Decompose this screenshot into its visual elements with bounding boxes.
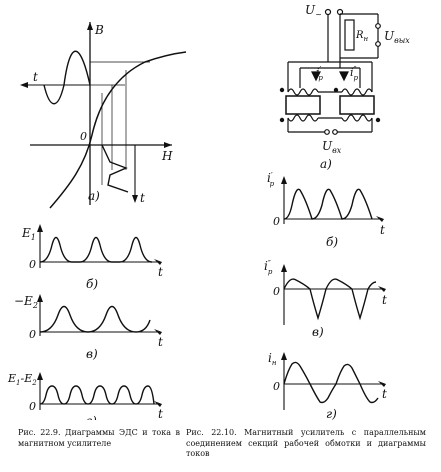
figure-area: B t H 0 t а) E1 0 t б) −E2 0 t в) E1-E2	[7, 3, 410, 420]
polarity-dot	[375, 117, 381, 123]
label-t: t	[158, 407, 163, 420]
axis-t-arrow	[378, 381, 386, 387]
core-right	[339, 95, 375, 115]
axis-t-arrow	[154, 401, 162, 407]
axis-t-left-arrow	[20, 82, 28, 88]
axis-y-arrow	[37, 224, 43, 232]
sublabel-a: а)	[88, 189, 100, 203]
sublabel-d: г)	[86, 414, 97, 420]
ip1-waveform	[283, 188, 373, 220]
diagram-22-10-c: i″р 0 t в)	[264, 259, 387, 339]
label-zero: 0	[29, 258, 36, 271]
label-zero: 0	[273, 215, 280, 228]
label-H: H	[161, 149, 173, 163]
working-winding-left	[287, 88, 319, 96]
axis-B-arrow	[87, 22, 93, 30]
label-minus-E2: −E2	[14, 294, 38, 310]
terminal-u-ctl-1	[324, 129, 330, 135]
label-ip2: i″р	[350, 65, 359, 82]
label-t-down: t	[140, 191, 145, 205]
label-zero: 0	[29, 328, 36, 341]
label-zero: 0	[273, 285, 280, 298]
diagram-22-9-d: E1-E2 0 t г)	[7, 372, 163, 420]
terminal-u-in	[324, 8, 332, 16]
caption-fig-22-9: Рис. 22.9. Диаграммы ЭДС и тока в магнит…	[18, 428, 180, 448]
control-winding-right	[341, 114, 373, 122]
axis-y-arrow	[37, 294, 43, 302]
axis-H-arrow	[164, 142, 172, 148]
axis-t-arrow	[154, 329, 162, 335]
sublabel-c: в)	[312, 325, 324, 339]
label-ip1: i′р	[316, 65, 323, 82]
polarity-dot	[279, 117, 285, 123]
label-t: t	[382, 387, 387, 401]
current-arrow	[339, 71, 349, 82]
terminal-u-out-2	[375, 41, 381, 47]
diagram-22-9-b: E1 0 t б)	[21, 224, 163, 291]
current-arrow	[311, 71, 321, 82]
in-waveform	[283, 361, 379, 404]
circuit-22-10-a	[279, 8, 381, 135]
label-zero: 0	[273, 380, 280, 393]
axis-y-arrow	[37, 372, 43, 380]
label-ip2: i″р	[264, 259, 273, 276]
label-ip1: i′р	[267, 171, 275, 188]
control-winding-left	[287, 114, 319, 122]
label-u-ctl: Uвх	[322, 139, 342, 155]
flux-time-curve	[43, 50, 91, 105]
terminal-u-ctl-2	[332, 129, 338, 135]
terminal-u-out-1	[375, 23, 381, 29]
diagram-22-9-c: −E2 0 t в)	[14, 294, 163, 361]
label-t: t	[158, 335, 163, 349]
sublabel-d: г)	[326, 407, 337, 420]
core-left	[285, 95, 321, 115]
axis-y-arrow	[281, 264, 287, 272]
polarity-dot	[279, 87, 285, 93]
label-t: t	[158, 265, 163, 279]
axis-t-arrow	[154, 259, 162, 265]
diagram-22-9-a: B t H 0 t а)	[20, 22, 187, 209]
label-t: t	[380, 223, 385, 237]
axis-t-arrow	[378, 286, 386, 292]
label-origin: 0	[80, 130, 87, 143]
label-B: B	[94, 23, 104, 37]
label-rn: Rн	[355, 30, 369, 43]
diagram-22-10-b: i′р 0 t б)	[267, 171, 385, 249]
label-u-in: U~	[305, 3, 322, 19]
sublabel-b: б)	[86, 277, 98, 291]
load-resistor	[344, 19, 355, 51]
circuit-labels: U~ Rн Uвых i′р i″р Uвх а)	[305, 3, 410, 171]
e1-waveform	[39, 236, 153, 263]
label-in: iн	[268, 351, 277, 367]
working-winding-right	[341, 88, 373, 96]
current-time-curve	[101, 144, 129, 193]
axis-t-down-arrow	[132, 195, 138, 203]
magnetization-curve	[49, 51, 187, 209]
axis-t-arrow	[376, 216, 384, 222]
diagram-22-10-d: iн 0 t г)	[268, 351, 387, 420]
e1-minus-e2-waveform	[39, 385, 155, 405]
label-t: t	[382, 293, 387, 307]
sublabel-a: а)	[320, 157, 332, 171]
e2-waveform	[39, 305, 151, 333]
label-zero: 0	[29, 400, 36, 413]
axis-y-arrow	[281, 352, 287, 360]
sublabel-b: б)	[326, 235, 338, 249]
label-E1-minus-E2: E1-E2	[7, 372, 37, 387]
axis-y-arrow	[281, 176, 287, 184]
label-E1: E1	[21, 226, 36, 242]
ip2-waveform	[283, 278, 377, 321]
polarity-dot	[333, 87, 339, 93]
sublabel-c: в)	[86, 347, 98, 361]
label-u-out: Uвых	[384, 29, 410, 45]
label-t-left: t	[33, 70, 38, 84]
caption-fig-22-10: Рис. 22.10. Магнитный усилитель с паралл…	[186, 428, 426, 458]
